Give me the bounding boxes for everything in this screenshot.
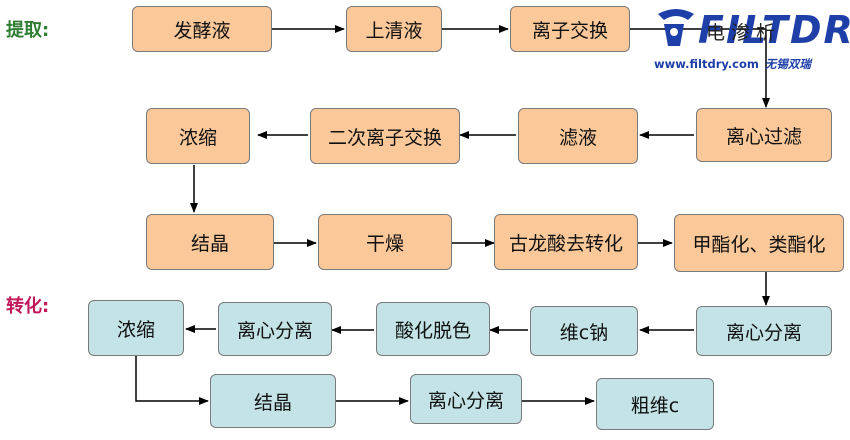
filtdry-emblem-icon <box>658 9 694 46</box>
logo-company: 无锡双瑞 <box>764 57 811 71</box>
node-drying: 干燥 <box>318 214 452 270</box>
node-vc-sodium: 维c钠 <box>530 306 638 356</box>
section-label-conversion: 转化: <box>6 296 50 317</box>
node-ion-exchange: 离子交换 <box>510 6 630 52</box>
node-methyl-esterification: 甲酯化、类酯化 <box>674 214 844 272</box>
section-label-extraction: 提取: <box>6 20 50 41</box>
node-centrifugal-separation-2: 离心分离 <box>218 302 332 356</box>
node-gulonic-acid-conversion: 古龙酸去转化 <box>494 214 638 270</box>
node-supernatant: 上清液 <box>346 6 442 52</box>
node-concentration-1: 浓缩 <box>146 108 250 164</box>
filtdry-logo: FILTDRY 电渗析 www.filtdry.com 无锡双瑞 <box>654 6 850 76</box>
node-acidification-desalting: 酸化脱色 <box>376 302 490 356</box>
logo-website: www.filtdry.com <box>654 57 759 71</box>
arrow-concentration-to-crystallization-2 <box>135 356 209 405</box>
logo-overlay-text: 电渗析 <box>706 22 782 44</box>
node-centrifugal-separation-1: 离心分离 <box>696 306 832 356</box>
filtdry-logo-mark <box>654 6 844 52</box>
logo-brand-text: FILTDRY <box>698 8 850 52</box>
node-crystallization-2: 结晶 <box>210 374 336 428</box>
node-centrifugal-filtration: 离心过滤 <box>696 108 832 162</box>
node-fermentation-broth: 发酵液 <box>132 6 272 52</box>
node-filtrate: 滤液 <box>518 108 638 164</box>
logo-url: www.filtdry.com 无锡双瑞 <box>654 56 811 72</box>
node-centrifugal-separation-3: 离心分离 <box>410 374 522 424</box>
node-crude-vc: 粗维c <box>596 378 714 430</box>
node-concentration-2: 浓缩 <box>88 300 184 356</box>
node-crystallization-1: 结晶 <box>146 214 274 270</box>
node-secondary-ion-exchange: 二次离子交换 <box>310 108 460 164</box>
